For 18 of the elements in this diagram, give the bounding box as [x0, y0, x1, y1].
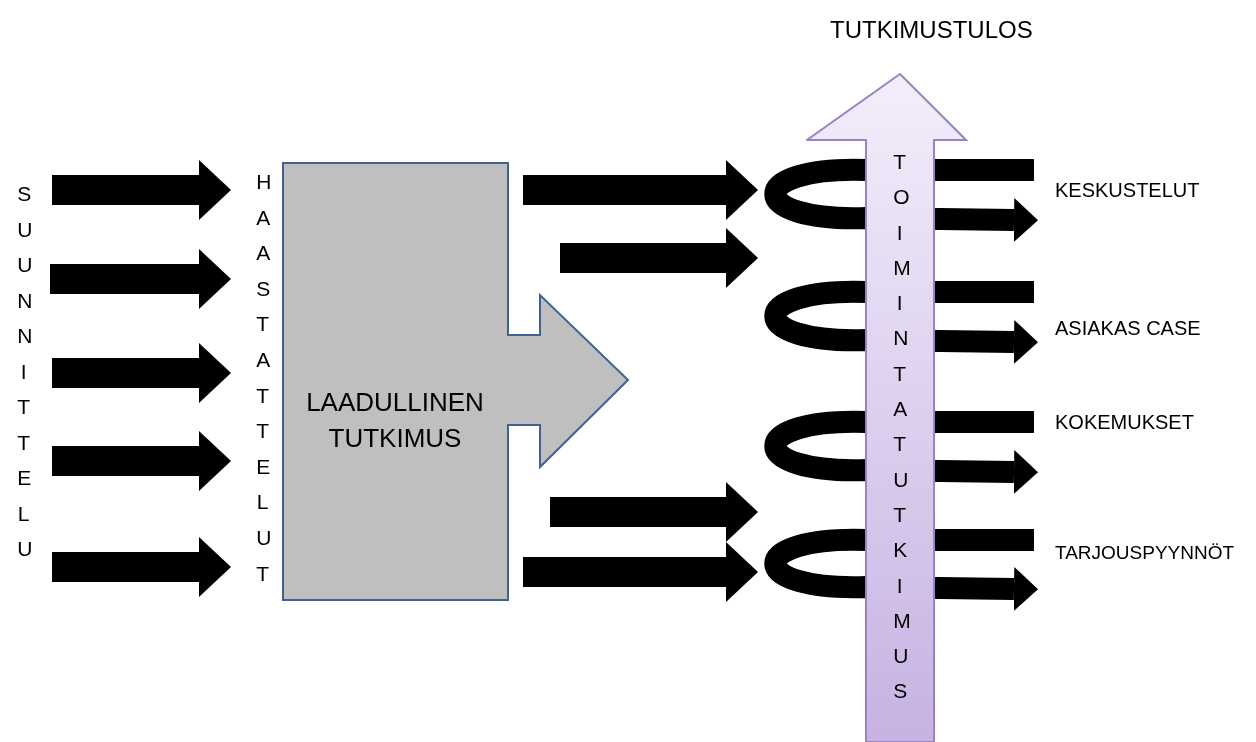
- outcome-label: KOKEMUKSET: [1055, 410, 1194, 434]
- block-arrow: [523, 542, 758, 602]
- box-label: LAADULLINEN TUTKIMUS: [305, 386, 485, 455]
- block-arrow: [50, 249, 231, 309]
- result-heading: TUTKIMUSTULOS: [830, 16, 1033, 44]
- block-arrow: [523, 160, 758, 220]
- vertical-label: HAASTATTELUT: [255, 169, 276, 587]
- outcome-label: KESKUSTELUT: [1055, 178, 1200, 202]
- block-arrow: [560, 228, 758, 288]
- block-arrow: [52, 160, 231, 220]
- outcome-label: TARJOUSPYYNNÖT: [1055, 541, 1235, 565]
- vertical-label: SUUNNITTELU: [16, 181, 37, 562]
- vertical-label: TOIMINTATUTKIMUS: [892, 149, 913, 705]
- block-arrow: [52, 537, 231, 597]
- block-arrow: [550, 482, 758, 542]
- block-arrow: [52, 343, 231, 403]
- outcome-label: ASIAKAS CASE: [1055, 316, 1201, 340]
- block-arrow: [52, 431, 231, 491]
